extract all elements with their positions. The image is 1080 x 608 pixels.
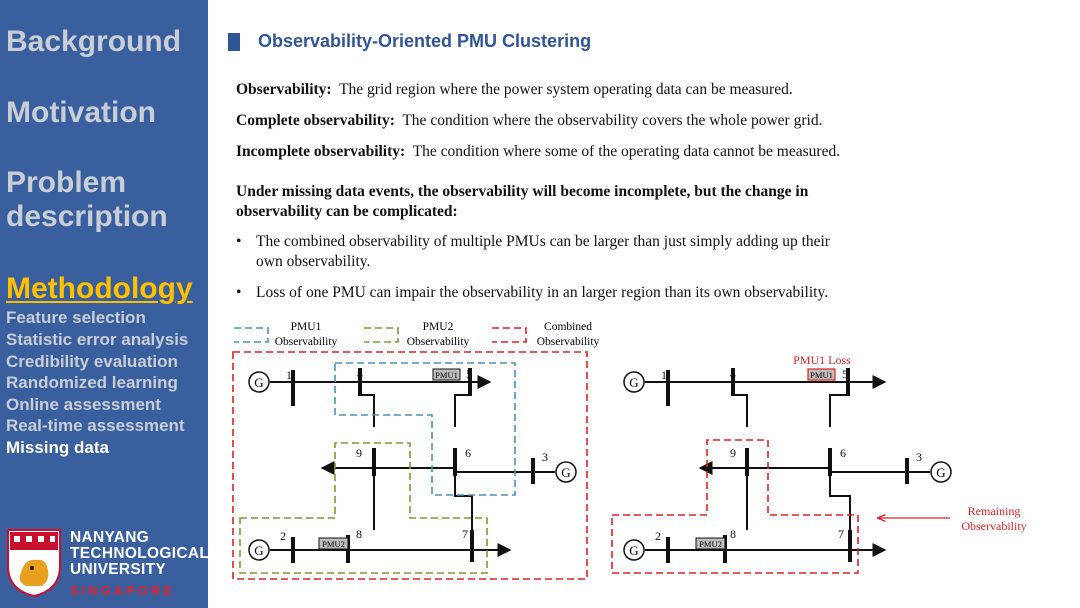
legend-label: Combined [544, 321, 592, 333]
svg-text:G: G [936, 465, 945, 480]
pmu2-box: PMU2 [695, 537, 726, 550]
definition-incomplete-observability: Incomplete observability: The condition … [236, 143, 840, 161]
bus-number: 5 [466, 367, 472, 381]
nav-methodology[interactable]: Methodology [6, 272, 193, 305]
lead-line-2: observability can be complicated: [236, 203, 458, 220]
pmu1-box: PMU1 [432, 368, 461, 381]
nav-problem[interactable]: Problem [6, 166, 127, 199]
legend-label: Observability [537, 336, 600, 348]
bus-number: 2 [655, 529, 661, 543]
pmu2-region [239, 442, 488, 574]
generator-icon: G [248, 371, 270, 393]
legend-label: PMU2 [423, 321, 454, 333]
svg-text:G: G [254, 543, 263, 558]
legend-item-pmu2: PMU2 Observability [364, 321, 470, 348]
subitem-feature-selection[interactable]: Feature selection [6, 308, 146, 327]
pmu2-box: PMU2 [318, 537, 349, 550]
bus-number: 1 [286, 368, 292, 382]
generator-icon: G [930, 461, 952, 483]
svg-text:PMU2: PMU2 [699, 539, 722, 549]
university-name-line4: SINGAPORE [70, 583, 176, 598]
definition-text: The grid region where the power system o… [339, 81, 793, 98]
subitem-randomized-learning[interactable]: Randomized learning [6, 373, 178, 392]
legend-swatch [492, 327, 527, 343]
legend-label: Observability [275, 336, 338, 348]
bus-number: 8 [730, 527, 736, 541]
generator-icon: G [555, 461, 577, 483]
grid-left: G G G 1 4 5 9 6 3 2 8 7 PMU1 PMU2 [232, 351, 588, 580]
combined-region [232, 351, 588, 580]
legend-label: PMU1 [291, 321, 322, 333]
bullet-1-line-2: own observability. [256, 253, 371, 270]
svg-text:PMU1: PMU1 [810, 370, 833, 380]
bus-number: 1 [661, 368, 667, 382]
university-crest-icon [7, 529, 61, 598]
pmu1-loss-label: PMU1 Loss [793, 353, 851, 367]
definition-text: The condition where some of the operatin… [412, 143, 841, 160]
lead-line-1: Under missing data events, the observabi… [236, 183, 809, 200]
definition-text: The condition where the observability co… [402, 112, 823, 129]
definition-term: Observability: [236, 81, 332, 98]
bus-number: 6 [840, 446, 846, 460]
subitem-missing-data[interactable]: Missing data [6, 438, 109, 457]
bullet-marker: • [236, 233, 242, 250]
nav-background[interactable]: Background [6, 25, 182, 58]
sidebar: Background Motivation Problem descriptio… [0, 0, 210, 608]
legend-swatch [234, 327, 269, 343]
subitem-real-time-assessment[interactable]: Real-time assessment [6, 416, 185, 435]
svg-text:PMU2: PMU2 [322, 539, 345, 549]
pmu1-lost-box: PMU1 [807, 368, 836, 381]
bus-number: 2 [280, 529, 286, 543]
subitem-online-assessment[interactable]: Online assessment [6, 395, 161, 414]
university-name-line3: UNIVERSITY [70, 561, 167, 578]
bullet-1-line-1: The combined observability of multiple P… [256, 233, 830, 250]
bus-number: 9 [730, 446, 736, 460]
generator-icon: G [623, 539, 645, 561]
bus-number: 8 [356, 527, 362, 541]
page-title: Observability-Oriented PMU Clustering [258, 31, 592, 51]
legend-swatch [364, 327, 399, 343]
generator-icon: G [623, 371, 645, 393]
definition-complete-observability: Complete observability: The condition wh… [236, 112, 822, 130]
bus-number: 3 [916, 450, 922, 464]
definition-term: Complete observability: [236, 112, 395, 129]
title-marker [228, 33, 240, 51]
subitem-credibility-evaluation[interactable]: Credibility evaluation [6, 352, 178, 371]
remaining-label: Observability [961, 519, 1026, 533]
definition-observability: Observability: The grid region where the… [236, 81, 793, 99]
legend-item-combined: Combined Observability [492, 321, 600, 348]
nav-description[interactable]: description [6, 200, 168, 233]
bus-number: 5 [842, 367, 848, 381]
bus-number: 4 [730, 367, 736, 381]
pmu1-region [334, 362, 516, 496]
bullet-marker: • [236, 284, 242, 301]
svg-text:G: G [629, 375, 638, 390]
legend: PMU1 Observability PMU2 Observability Co… [234, 321, 600, 348]
bus-number: 6 [465, 446, 471, 460]
subitem-statistic-error-analysis[interactable]: Statistic error analysis [6, 330, 189, 349]
bus-number: 7 [838, 527, 844, 541]
bullet-2: Loss of one PMU can impair the observabi… [256, 284, 829, 301]
legend-label: Observability [407, 336, 470, 348]
remaining-region [611, 439, 859, 574]
bus-number: 4 [357, 367, 363, 381]
svg-text:PMU1: PMU1 [435, 370, 458, 380]
nav-motivation[interactable]: Motivation [6, 96, 156, 129]
generator-icon: G [248, 539, 270, 561]
svg-text:G: G [254, 375, 263, 390]
remaining-label: Remaining [968, 504, 1021, 518]
bus-number: 3 [542, 450, 548, 464]
grid-right: PMU1 Loss G G [611, 353, 1027, 574]
bus-number: 7 [462, 527, 468, 541]
definition-term: Incomplete observability: [236, 143, 406, 160]
university-name-line1: NANYANG [70, 529, 150, 546]
slide-content [208, 0, 1080, 608]
legend-item-pmu1: PMU1 Observability [234, 321, 338, 348]
svg-text:G: G [561, 465, 570, 480]
bus-number: 9 [356, 446, 362, 460]
svg-text:G: G [629, 543, 638, 558]
university-name-line2: TECHNOLOGICAL [70, 545, 210, 562]
